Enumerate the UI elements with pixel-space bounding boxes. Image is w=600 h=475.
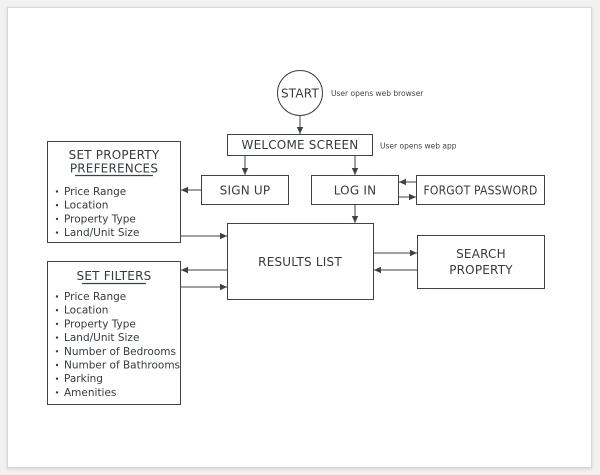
results-list-box [227,223,374,300]
start-label: START [281,87,319,101]
filters-item: Land/Unit Size [64,332,139,344]
start-note: User opens web browser [331,89,424,98]
diagram-card [7,7,592,468]
filters-title: SET FILTERS [77,269,152,283]
preferences-box [47,141,181,243]
filters-item: Parking [64,373,103,385]
log-in-label: LOG IN [334,184,377,198]
welcome-screen-box [227,134,373,156]
filters-bullet [55,295,59,298]
filters-bullet [55,336,59,339]
filters-box [47,261,181,405]
search-property-label-line2: PROPERTY [449,263,513,277]
filters-bullet [55,363,59,367]
filters-item: Number of Bedrooms [64,346,176,358]
filters-item: Number of Bathrooms [64,360,180,372]
welcome-screen-label: WELCOME SCREEN [242,138,359,152]
sign-up-label: SIGN UP [220,184,271,198]
forgot-password-label: FORGOT PASSWORD [424,184,538,198]
search-property-box [417,235,545,289]
preferences-item: Price Range [64,186,126,198]
results-list-label: RESULTS LIST [258,255,342,269]
preferences-item: Location [64,200,108,212]
preferences-bullet [55,190,59,193]
filters-bullet [55,322,59,326]
filters-item: Amenities [64,387,116,399]
filters-item: Location [64,305,108,317]
preferences-bullet [55,217,59,221]
preferences-bullet [55,231,59,234]
search-property-label-line1: SEARCH [456,247,506,261]
filters-item: Property Type [64,318,136,330]
filters-item: Price Range [64,291,126,303]
filters-bullet [55,350,59,353]
filters-bullet [55,391,59,394]
preferences-item: Property Type [64,213,136,225]
preferences-item: Land/Unit Size [64,227,139,239]
preferences-title-line2: PREFERENCES [70,162,158,176]
welcome-note: User opens web app [380,142,457,151]
preferences-title-line1: SET PROPERTY [69,148,160,162]
filters-bullet [55,309,59,312]
forgot-password-box [416,175,545,205]
preferences-bullet [55,204,59,207]
filters-bullet [55,377,59,380]
